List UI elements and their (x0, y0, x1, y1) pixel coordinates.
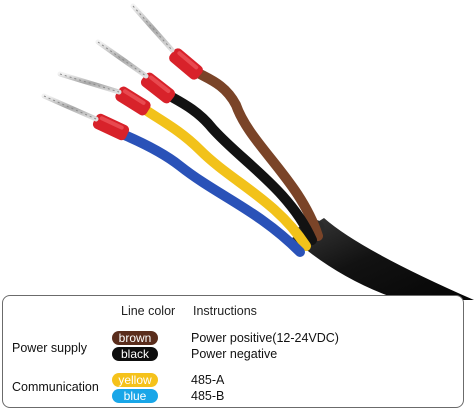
header-instructions: Instructions (193, 304, 257, 318)
ferrule-blue (92, 113, 130, 141)
wire-black (158, 87, 317, 245)
ferrule-black (140, 72, 176, 104)
instruction-brown: Power positive(12-24VDC) (191, 331, 339, 345)
pin-black (95, 39, 149, 79)
swatch-brown: brown (112, 331, 158, 345)
pin-brown (130, 3, 175, 53)
header-line-color: Line color (121, 304, 176, 318)
instruction-black: Power negative (191, 347, 278, 361)
group-communication: Communication (12, 380, 99, 394)
swatch-black: black (112, 347, 158, 361)
group-power-supply: Power supply (12, 341, 88, 355)
swatch-blue: blue (112, 389, 158, 403)
pin-yellow (57, 71, 122, 95)
cable-photo (41, 3, 474, 300)
instruction-yellow: 485-A (191, 373, 225, 387)
wire-blue (110, 126, 305, 257)
ferrule-brown (169, 48, 203, 80)
wire-legend-box: Line color Instructions Power supply Com… (2, 295, 464, 408)
wire-yellow (135, 101, 311, 251)
swatch-yellow: yellow (112, 373, 158, 387)
wire-brown (188, 65, 323, 241)
instruction-blue: 485-B (191, 389, 225, 403)
ferrule-yellow (115, 86, 151, 116)
pin-blue (41, 93, 99, 122)
